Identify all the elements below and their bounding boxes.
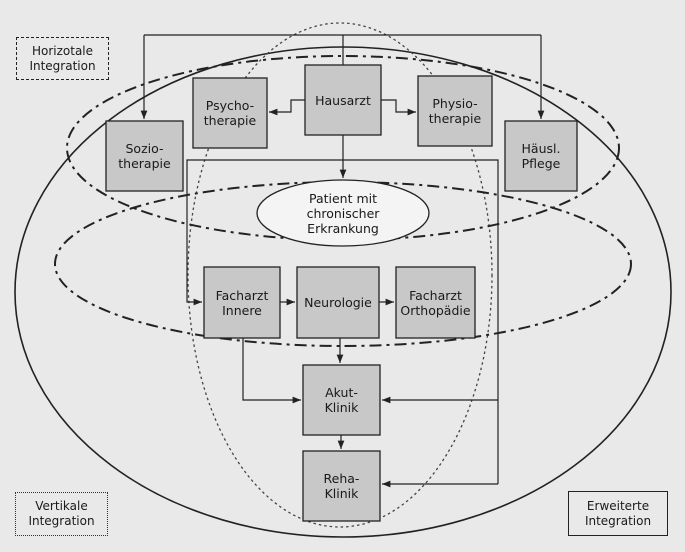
box-soziotherapie (105, 120, 184, 192)
connector-hausarzt-top-bar (144, 34, 541, 65)
box-akut-klinik (302, 364, 381, 436)
box-reha-klinik (302, 450, 381, 522)
connector-frame-left (186, 159, 343, 306)
connector-to-physiotherapie (381, 99, 416, 116)
box-haeusl-pflege (504, 120, 578, 192)
box-facharzt-innere (203, 266, 281, 339)
legend-vertical-integration: Vertikale Integration (15, 492, 108, 536)
legend-horizontal-integration: Horizotale Integration (16, 37, 109, 80)
box-facharzt-orthopaedie (395, 266, 476, 339)
connector-innere-akut (242, 338, 301, 404)
connector-frame-right (343, 159, 499, 484)
horizontal-integration-lower-ellipse (54, 181, 632, 347)
vertical-integration-ellipse (187, 22, 493, 528)
box-physiotherapie (417, 75, 493, 147)
legend-extended-integration: Erweiterte Integration (568, 491, 668, 536)
box-psychotherapie (192, 77, 268, 149)
connector-to-psychotherapie (269, 99, 305, 116)
box-hausarzt (304, 64, 382, 136)
patient-ellipse (256, 179, 430, 247)
box-neurologie (296, 266, 380, 339)
